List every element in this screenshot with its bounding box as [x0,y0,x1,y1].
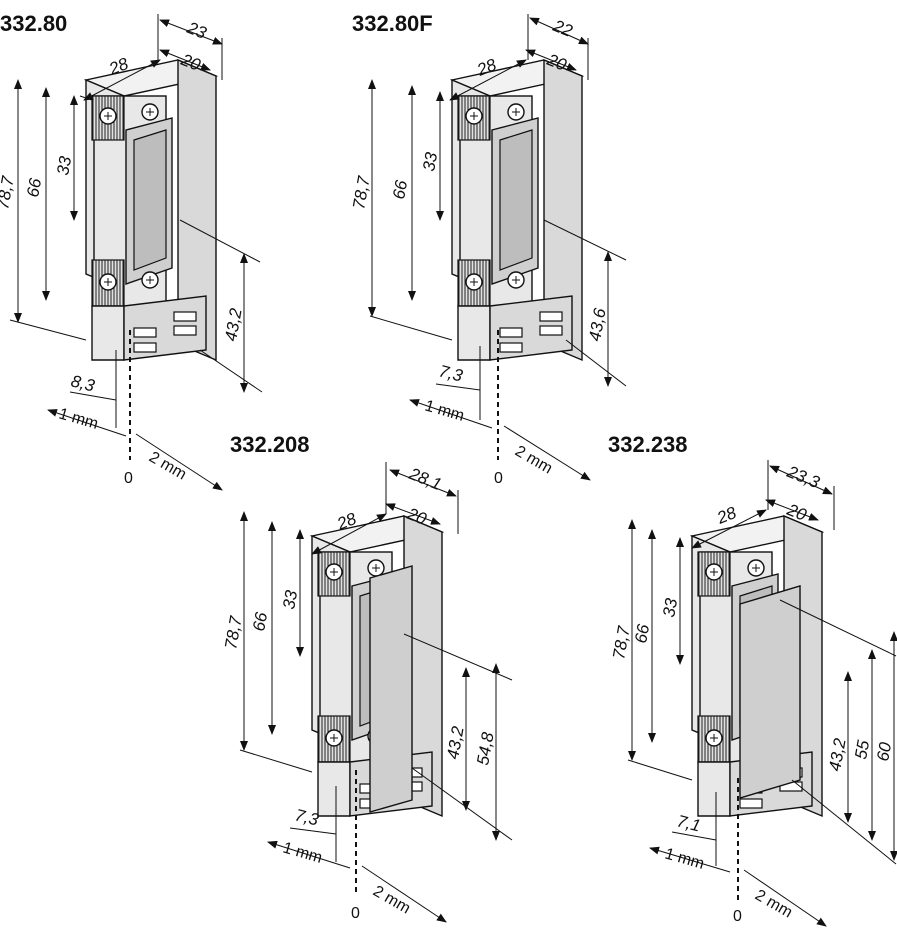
dim-height-top: 33 [279,588,301,610]
model-332-80: 332.80 28 20 23 78,7 66 33 43,2 8,3 1 mm… [0,11,263,491]
dim-latch-height: 43,2 [221,306,246,342]
dim-height-top: 33 [53,154,75,176]
dim-height-total: 78,7 [349,174,374,210]
dim-line-width [83,59,161,101]
unit-left: 1 mm [281,840,324,867]
unit-right: 2 mm [752,887,795,922]
model-title: 332.208 [230,432,310,457]
dim-height-total: 78,7 [0,174,18,210]
dim-height-mid: 66 [631,622,653,644]
latch-panel [739,585,801,799]
unit-right: 2 mm [370,883,413,918]
dim-height-mid: 66 [389,178,411,200]
dim-height-mid: 66 [249,610,271,632]
unit-right: 2 mm [512,443,555,478]
dim-height-top: 33 [419,150,441,172]
dim-top-depth: 28,1 [406,464,445,494]
unit-left: 1 mm [423,398,466,425]
dim-width: 28 [713,503,739,528]
unit-left: 1 mm [57,406,100,433]
dim-latch-height-2: 54,8 [473,730,498,766]
unit-zero: 0 [733,908,742,925]
unit-zero: 0 [351,905,360,922]
unit-left: 1 mm [663,846,706,873]
model-332-80F: 332.80F 28 20 22 78,7 66 33 43,6 7,3 1 m… [349,11,627,487]
dim-height-total: 78,7 [609,624,634,660]
dim-latch-height-3: 60 [873,740,895,762]
dim-offset: 7,3 [293,805,321,829]
dim-line-top-depth [159,19,223,45]
unit-right: 2 mm [146,449,189,484]
strike-drawing [451,59,583,361]
dim-height-mid: 66 [23,176,45,198]
dim-latch-height: 43,6 [585,306,610,342]
strike-drawing [85,59,217,361]
model-332-238: 332.238 28 20 23,3 78,7 66 33 43,2 55 60… [608,432,897,927]
dim-latch-height-2: 55 [851,738,873,760]
dim-top-depth: 23 [184,18,210,43]
dim-height-total: 78,7 [221,614,246,650]
dim-latch-height: 43,2 [825,736,850,772]
dim-top-depth: 23,3 [784,462,823,493]
dim-line-top-width [159,49,211,71]
dim-latch-height: 43,2 [443,724,468,760]
model-title: 332.238 [608,432,688,457]
unit-zero: 0 [124,470,133,487]
model-332-208: 332.208 28 20 28,1 78,7 66 33 43,2 54,8 … [221,432,513,923]
dim-height-top: 33 [659,596,681,618]
unit-zero: 0 [494,470,503,487]
model-title: 332.80 [0,11,67,36]
model-title: 332.80F [352,11,433,36]
latch-panel [369,565,413,813]
dim-offset: 7,3 [437,361,465,385]
